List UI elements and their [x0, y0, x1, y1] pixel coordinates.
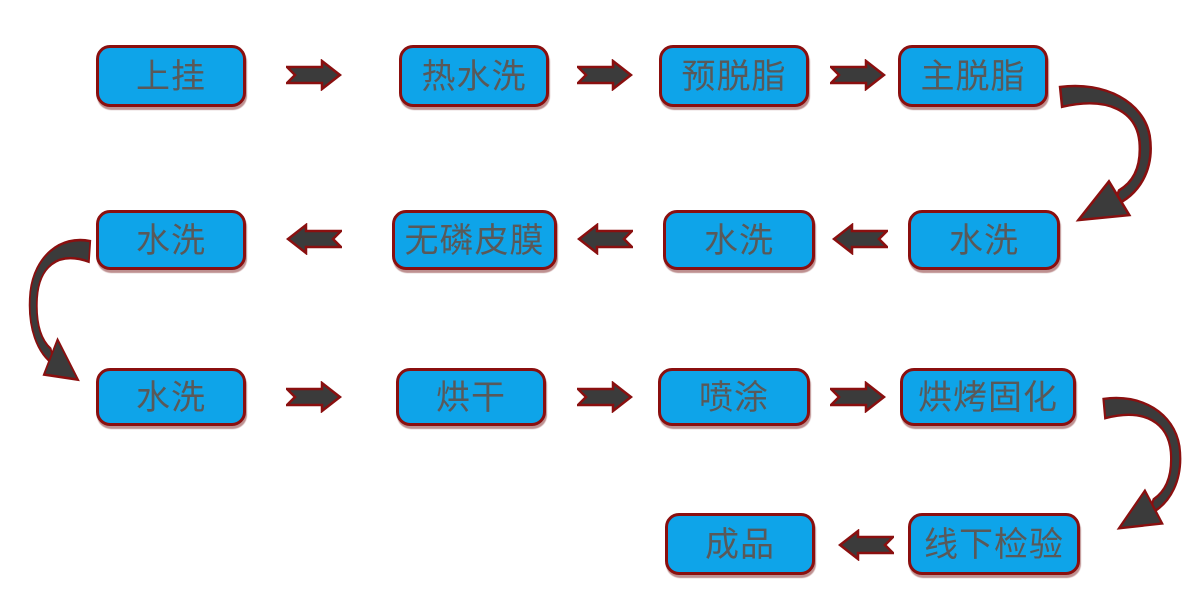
process-step-water-wash-4: 水洗	[96, 368, 246, 426]
process-step-label: 水洗	[949, 221, 1019, 261]
process-step-drying: 烘干	[396, 368, 546, 426]
process-step-label: 热水洗	[421, 57, 527, 97]
process-step-spray-coating: 喷涂	[658, 368, 810, 426]
arrow-right-icon	[286, 59, 342, 91]
arrow-left-icon	[577, 223, 633, 255]
process-step-main-degrease: 主脱脂	[898, 45, 1048, 107]
arrow-left-icon	[286, 223, 342, 255]
process-step-finished-product: 成品	[665, 513, 815, 575]
process-step-label: 无磷皮膜	[404, 221, 545, 261]
arrow-right-icon	[577, 381, 633, 413]
process-step-pre-degrease: 预脱脂	[659, 45, 809, 107]
process-step-label: 预脱脂	[681, 57, 787, 97]
process-step-label: 烘烤固化	[918, 378, 1058, 418]
curved-arrow-down-left-icon	[1102, 396, 1182, 530]
process-step-label: 水洗	[136, 221, 206, 261]
process-step-label: 成品	[705, 525, 775, 565]
arrow-left-icon	[832, 223, 888, 255]
arrow-right-icon	[286, 381, 342, 413]
process-step-label: 上挂	[136, 57, 206, 97]
process-step-bake-curing: 烘烤固化	[900, 368, 1076, 426]
process-step-phosphate-free-film: 无磷皮膜	[392, 210, 557, 270]
process-step-water-wash-2: 水洗	[663, 210, 815, 270]
process-step-label: 水洗	[136, 378, 206, 418]
process-step-label: 喷涂	[699, 378, 769, 418]
curved-arrow-down-left-icon	[1058, 84, 1152, 222]
arrow-left-icon	[838, 529, 894, 561]
process-step-label: 线下检验	[924, 525, 1064, 565]
curved-arrow-down-right-icon	[28, 238, 92, 382]
process-step-hang-up: 上挂	[96, 45, 246, 107]
process-step-water-wash-1: 水洗	[908, 210, 1060, 270]
arrow-right-icon	[830, 59, 886, 91]
process-step-label: 主脱脂	[920, 57, 1026, 97]
arrow-right-icon	[577, 59, 633, 91]
arrow-right-icon	[830, 381, 886, 413]
process-step-label: 水洗	[704, 221, 774, 261]
process-step-label: 烘干	[436, 378, 506, 418]
process-step-hot-water-wash: 热水洗	[399, 45, 549, 107]
process-step-offline-inspection: 线下检验	[908, 513, 1080, 575]
process-step-water-wash-3: 水洗	[96, 210, 246, 270]
